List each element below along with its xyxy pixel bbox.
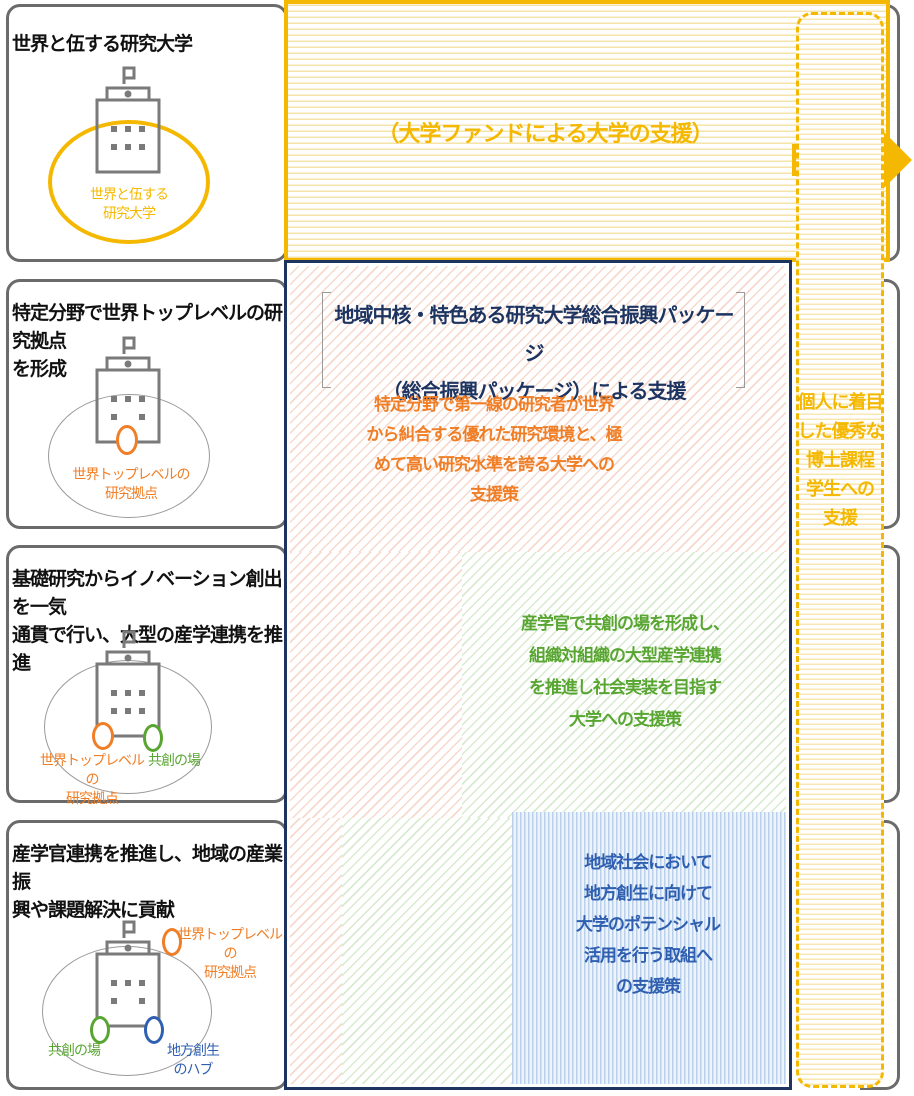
oval-label-research-hub: 世界トップレベルの 研究拠点 — [40, 753, 145, 807]
support-research-hub: 特定分野で第一線の研究者が世界 から糾合する優れた研究環境と、極 めて高い研究水… — [366, 395, 622, 505]
oval-label-co-creation: 共創の場 — [148, 753, 201, 769]
oval-label-co-creation: 共創の場 — [48, 1043, 101, 1059]
package-title-bracket-right — [736, 292, 745, 388]
package-hatch-bottom-mid — [342, 818, 512, 1084]
row-title-1: 世界と伍する研究大学 — [12, 33, 193, 55]
package-title-bracket-left — [322, 292, 331, 388]
package-hatch-top — [290, 266, 786, 552]
co-creation-dot — [143, 724, 163, 752]
package-hatch-left — [290, 552, 462, 818]
university-fund-label: （大学ファンドによる大学の支援） — [377, 122, 713, 147]
oval-label-research-hub: 世界トップレベルの 研究拠点 — [178, 927, 283, 981]
row-title-4: 産学官連携を推進し、地域の産業振 興や課題解決に貢献 — [12, 843, 283, 921]
oval-label-world-class: 世界と伍する 研究大学 — [90, 187, 169, 222]
package-hatch-bottom-right — [512, 812, 786, 1084]
phd-support-box — [796, 12, 884, 1088]
phd-support-label: 個人に着目 した優秀な 博士課程 学生への 支援 — [797, 392, 884, 529]
regional-hub-dot — [144, 1016, 164, 1044]
building-icon — [95, 920, 161, 1028]
co-creation-dot — [90, 1016, 110, 1044]
building-icon — [95, 630, 161, 738]
row-title-3: 基礎研究からイノベーション創出を一気 通貫で行い、大型の産学連携を推進 — [12, 568, 283, 674]
oval-research-hub — [48, 394, 210, 518]
package-title: 地域中核・特色ある研究大学総合振興パッケージ （総合振興パッケージ）による支援 — [334, 303, 735, 403]
research-hub-dot — [116, 425, 138, 455]
row-title-2: 特定分野で世界トップレベルの研究拠点 を形成 — [12, 302, 283, 380]
oval-label-research-hub: 世界トップレベルの 研究拠点 — [72, 467, 191, 502]
support-co-creation: 産学官で共創の場を形成し、 組織対組織の大型産学連携 を推進し社会実装を目指す … — [521, 614, 730, 730]
support-regional: 地域社会において 地方創生に向けて 大学のポテンシャル 活用を行う取組へ の支援… — [576, 853, 721, 997]
research-hub-dot — [162, 928, 182, 956]
oval-label-regional-hub: 地方創生 のハブ — [167, 1043, 220, 1078]
building-icon — [95, 66, 161, 174]
package-hatch-mid — [462, 552, 786, 818]
research-hub-dot — [92, 722, 114, 750]
package-hatch-bottom-left — [290, 818, 342, 1084]
university-fund-box — [284, 0, 890, 262]
building-icon — [95, 336, 161, 444]
oval-world-class — [48, 120, 210, 244]
